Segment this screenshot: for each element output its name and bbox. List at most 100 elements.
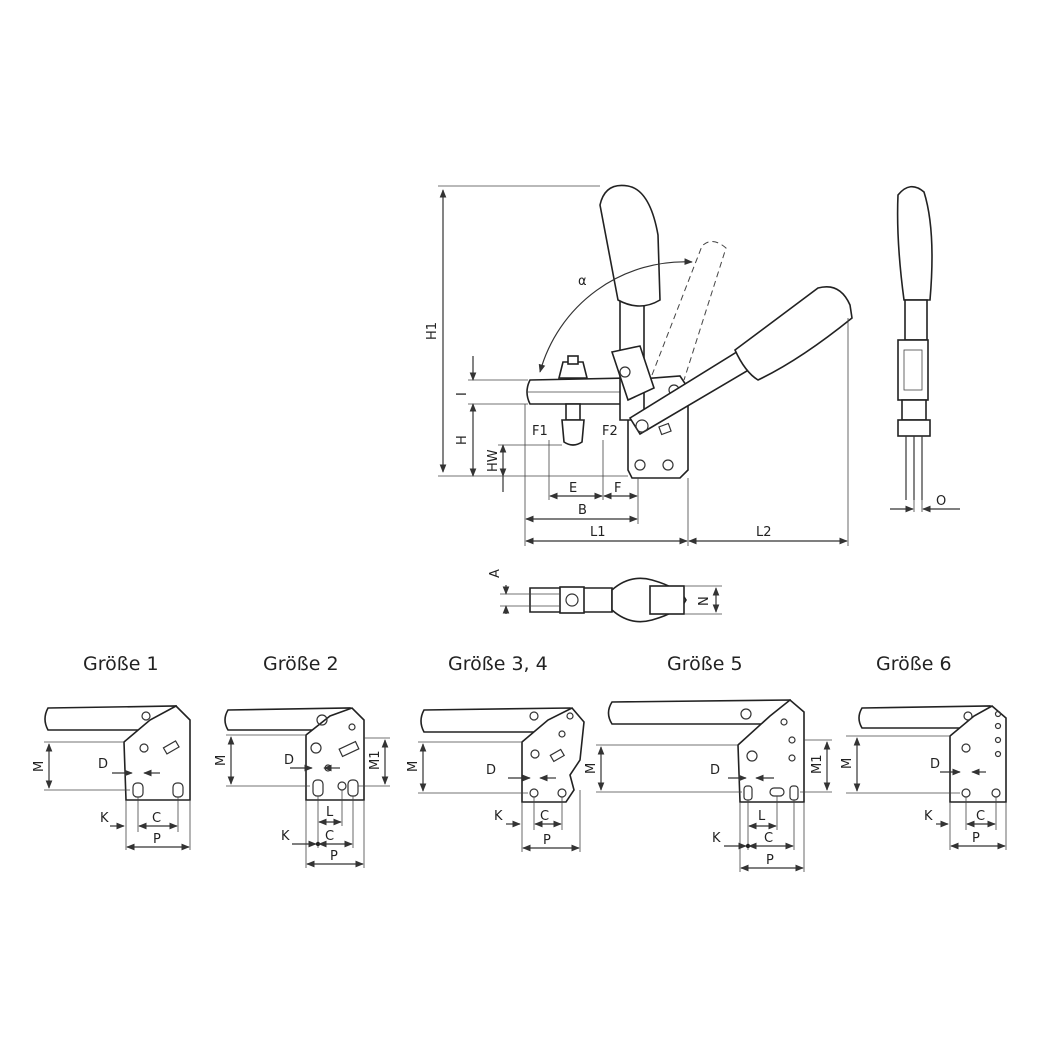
handle-grip-vertical (599, 184, 661, 307)
side-base (897, 419, 931, 437)
size-6-k-label: K (924, 809, 933, 824)
n-label: N (697, 596, 712, 606)
size-1-title: Größe 1 (83, 653, 159, 675)
size-1-view: Größe 1 M D K C P (32, 653, 191, 851)
hole (558, 730, 566, 738)
side-linkage (897, 339, 929, 401)
spindle-thread (567, 355, 579, 365)
size-2-view: Größe 2 M M1 D (214, 653, 390, 868)
b-label: B (578, 503, 587, 518)
hole (788, 754, 796, 762)
handle-pivot-hole (635, 419, 649, 433)
size-6-m-label: M (840, 758, 855, 769)
size-5-p-label: P (766, 853, 774, 868)
size-3-4-view: Größe 3, 4 M D K C P (406, 653, 585, 852)
hole (348, 723, 356, 731)
size-5-m-label: M (584, 763, 599, 774)
size-2-title: Größe 2 (263, 653, 339, 675)
spindle-pad (561, 419, 585, 446)
size-5-m1-label: M1 (810, 755, 825, 775)
e-label: E (569, 481, 577, 496)
size-6-c-label: C (976, 809, 985, 824)
l2-label: L2 (756, 525, 772, 540)
size-5-arm (607, 699, 791, 725)
f-label: F (614, 481, 621, 496)
h-label: H (455, 435, 470, 445)
hole (141, 711, 151, 721)
hole (746, 750, 758, 762)
hole (994, 710, 1002, 718)
size-3-4-d-label: D (486, 763, 496, 778)
size-1-c-label: C (152, 811, 161, 826)
slot (162, 740, 180, 755)
a-label: A (488, 569, 503, 578)
hole (316, 714, 328, 726)
alpha-label: α (578, 274, 587, 289)
hole (788, 736, 796, 744)
side-linkage-inner (903, 349, 923, 391)
hole (994, 736, 1002, 744)
hole (139, 743, 149, 753)
size-5-d-label: D (710, 763, 720, 778)
spindle-nut-bottom (565, 403, 581, 421)
hole (529, 711, 539, 721)
size-5-k-label: K (712, 831, 721, 846)
hole (740, 708, 752, 720)
size-1-p-label: P (153, 832, 161, 847)
size-3-4-c-label: C (540, 809, 549, 824)
slot (338, 740, 360, 758)
top-base (649, 585, 685, 615)
hole (780, 718, 788, 726)
size-5-c-label: C (764, 831, 773, 846)
side-view: O (890, 185, 960, 513)
hole (994, 722, 1002, 730)
size-6-d-label: D (930, 757, 940, 772)
side-handle-grip (896, 185, 933, 301)
o-label: O (936, 494, 946, 509)
size-2-m1-label: M1 (368, 751, 383, 771)
handle-grip-open (734, 286, 853, 381)
side-handle-neck (904, 299, 928, 341)
hw-label: HW (486, 449, 501, 472)
handle-intermediate-position (651, 241, 727, 381)
hole (566, 712, 574, 720)
f2-label: F2 (602, 424, 618, 439)
size-1-m-label: M (32, 761, 47, 772)
size-2-m-label: M (214, 755, 229, 766)
size-1-k-label: K (100, 811, 109, 826)
hole (530, 749, 540, 759)
size-variants: Größe 1 M D K C P (32, 653, 1007, 872)
size-3-4-p-label: P (543, 833, 551, 848)
size-6-view: Größe 6 M D K C (840, 653, 1007, 850)
size-1-d-label: D (98, 757, 108, 772)
size-6-title: Größe 6 (876, 653, 952, 675)
size-3-4-body (521, 707, 585, 803)
size-5-view: Größe 5 M M1 D (584, 653, 832, 872)
size-2-d-label: D (284, 753, 294, 768)
size-3-4-title: Größe 3, 4 (448, 653, 548, 675)
l1-label: L1 (590, 525, 606, 540)
slot (549, 748, 566, 763)
size-5-l-label: L (758, 809, 766, 824)
hole (961, 743, 971, 753)
top-spindle-nut (559, 586, 585, 614)
opening-angle-arc (538, 258, 693, 373)
size-2-k-label: K (281, 829, 290, 844)
main-front-view: α H1 I H HW F1 F2 E F B L1 L2 (425, 184, 853, 546)
side-body (901, 399, 927, 421)
hole (963, 711, 973, 721)
mount-hole (634, 459, 646, 471)
h1-label: H1 (425, 322, 440, 340)
i-label: I (455, 392, 470, 396)
f1-label: F1 (532, 424, 548, 439)
top-spindle-hole (565, 593, 579, 607)
top-view: A N (488, 569, 722, 623)
size-2-c-label: C (325, 829, 334, 844)
size-3-4-m-label: M (406, 761, 421, 772)
mount-hole (662, 459, 674, 471)
size-2-p-label: P (330, 849, 338, 864)
size-2-l-label: L (326, 805, 334, 820)
hole (994, 750, 1002, 758)
size-3-4-k-label: K (494, 809, 503, 824)
